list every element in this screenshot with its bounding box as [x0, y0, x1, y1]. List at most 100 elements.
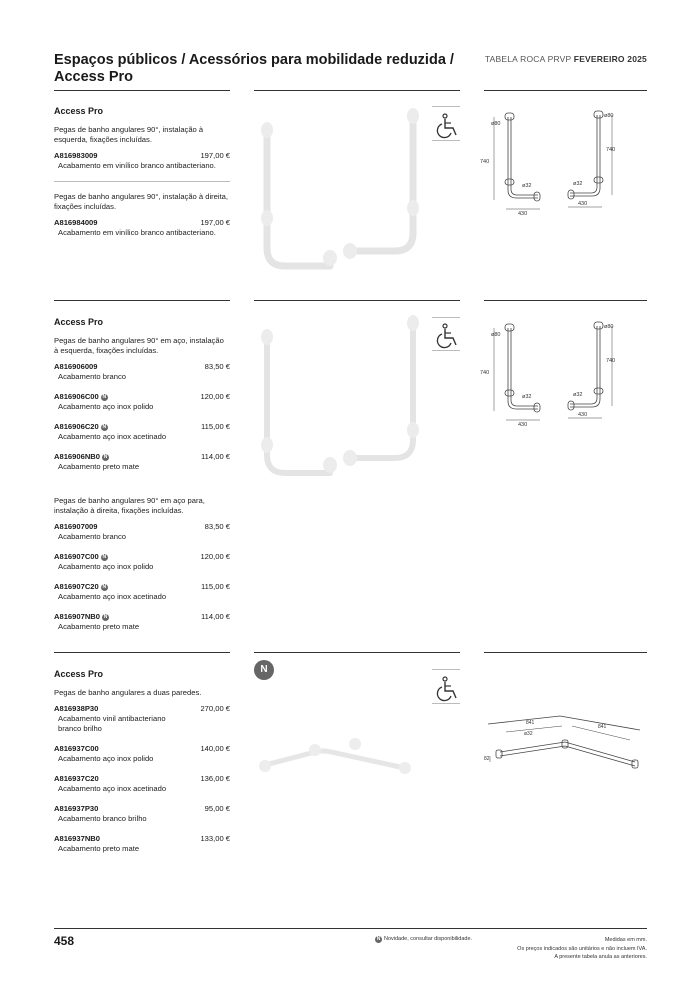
section-1-icon-rule: [432, 106, 460, 107]
section-3-icon-rule: [432, 669, 460, 670]
wheelchair-icon: [436, 323, 457, 349]
footer-note-line: Medidas em mm.: [604, 937, 647, 943]
dim-height: 740: [480, 370, 489, 376]
dim-diam-top: ø80: [491, 332, 500, 338]
section-1-rule-drawing: [484, 90, 647, 91]
dim-length-a: 841: [526, 720, 535, 726]
section-1: Access Pro Pegas de banho angulares 90°,…: [54, 106, 230, 248]
new-badge-icon: N: [100, 583, 108, 591]
product-item: A816937P30 95,00 € Acabamento branco bri…: [54, 804, 230, 824]
product-price: 197,00 €: [200, 218, 230, 227]
product-item: A816906009 83,50 € Acabamento branco: [54, 362, 230, 382]
product-finish: Acabamento vinil antibacteriano branco b…: [58, 714, 166, 733]
product-price: 115,00 €: [201, 422, 230, 431]
dim-width: 430: [518, 211, 527, 215]
series-title: Access Pro: [54, 669, 104, 679]
product-finish: Acabamento branco: [58, 372, 126, 381]
new-badge-icon: N: [100, 393, 108, 401]
product-code-text: A816907NB0: [54, 612, 101, 621]
product-price: 83,50 €: [204, 522, 230, 531]
product-finish: Acabamento preto mate: [58, 844, 140, 853]
product-description: Pegas de banho angulares a duas paredes.: [54, 688, 202, 697]
product-description: Pegas de banho angulares 90°, instalação…: [54, 125, 204, 144]
series-title: Access Pro: [54, 106, 104, 116]
product-finish: Acabamento aço inox acetinado: [58, 592, 167, 601]
section-3-rule-image: [254, 652, 460, 653]
dim-height: 740: [606, 358, 615, 364]
section-2-icon-rule-bottom: [432, 350, 460, 351]
product-finish: Acabamento branco brilho: [58, 814, 147, 823]
technical-drawing: 841 841 ø32 82: [484, 715, 641, 769]
product-finish: Acabamento aço inox polido: [58, 754, 154, 763]
product-price: 114,00 €: [201, 612, 230, 621]
product-price: 197,00 €: [200, 151, 230, 160]
section-3-rule-drawing: [484, 652, 647, 653]
section-1-rule-image: [254, 90, 460, 91]
product-image-steel-grab-bars-90: [261, 315, 419, 476]
product-price: 115,00 €: [201, 582, 230, 591]
product-price: 95,00 €: [204, 804, 230, 813]
dim-height: 740: [606, 147, 615, 153]
product-finish: Acabamento aço inox acetinado: [58, 432, 167, 441]
product-code: A816906009: [54, 362, 98, 371]
product-price: 120,00 €: [200, 392, 230, 401]
group-spacer: [54, 482, 230, 496]
product-image-two-wall-grab-bar: [259, 738, 411, 774]
product-finish: Acabamento aço inox polido: [58, 402, 154, 411]
product-code: A816907009: [54, 522, 98, 531]
dim-offset: 82: [484, 756, 490, 762]
page-number: 458: [54, 934, 75, 948]
dim-width: 430: [518, 422, 527, 426]
dim-diam-top: ø80: [491, 121, 500, 127]
dim-diam-top: ø80: [604, 324, 613, 330]
product-price: 83,50 €: [204, 362, 230, 371]
product-description: Pegas de banho angulares 90°, instalação…: [54, 192, 229, 211]
section-2-rule-image: [254, 300, 460, 301]
product-code: A816938P30: [54, 704, 99, 713]
product-finish: Acabamento aço inox polido: [58, 562, 154, 571]
dim-diam-bottom: ø32: [522, 183, 531, 189]
new-badge-icon: N: [102, 453, 110, 461]
wheelchair-icon: [436, 676, 457, 702]
product-finish: Acabamento em vinílico branco antibacter…: [58, 161, 216, 170]
footer-notes: Medidas em mm. Os preços indicados são u…: [517, 936, 647, 962]
section-1-rule-text: [54, 90, 230, 91]
technical-drawing: 740 ø80 ø32 430 ø80 740 ø32 430: [480, 321, 615, 426]
section-3-rule-text: [54, 652, 230, 653]
product-item: A816937NB0 133,00 € Acabamento preto mat…: [54, 834, 230, 854]
product-code: A816937C00: [54, 744, 99, 753]
new-badge-icon: N: [100, 553, 108, 561]
product-finish: Acabamento aço inox acetinado: [58, 784, 167, 793]
product-code: A816983009: [54, 151, 98, 160]
product-image-grab-bars-90: [261, 108, 419, 270]
series-title: Access Pro: [54, 317, 104, 327]
product-finish: Acabamento preto mate: [58, 462, 140, 471]
product-price: 270,00 €: [200, 704, 230, 713]
section-3: Access Pro Pegas de banho angulares a du…: [54, 669, 230, 864]
product-code-text: A816906NB0: [54, 452, 101, 461]
section-2: Access Pro Pegas de banho angulares 90° …: [54, 317, 230, 642]
footer-rule: [54, 928, 647, 929]
product-code-text: A816907C20: [54, 582, 99, 591]
product-code: A816937NB0: [54, 834, 101, 843]
catalog-label: TABELA ROCA PRVP FEVEREIRO 2025: [485, 54, 647, 64]
product-item: A816984009 197,00 € Acabamento em viníli…: [54, 218, 230, 238]
dim-diam-top: ø80: [604, 113, 613, 119]
footer-note-line: Os preços indicados são unitários e não …: [517, 945, 647, 952]
dim-diam: ø32: [524, 731, 533, 737]
section-3-icon-rule-bottom: [432, 703, 460, 704]
section-2-rule-drawing: [484, 300, 647, 301]
product-price: 120,00 €: [200, 552, 230, 561]
